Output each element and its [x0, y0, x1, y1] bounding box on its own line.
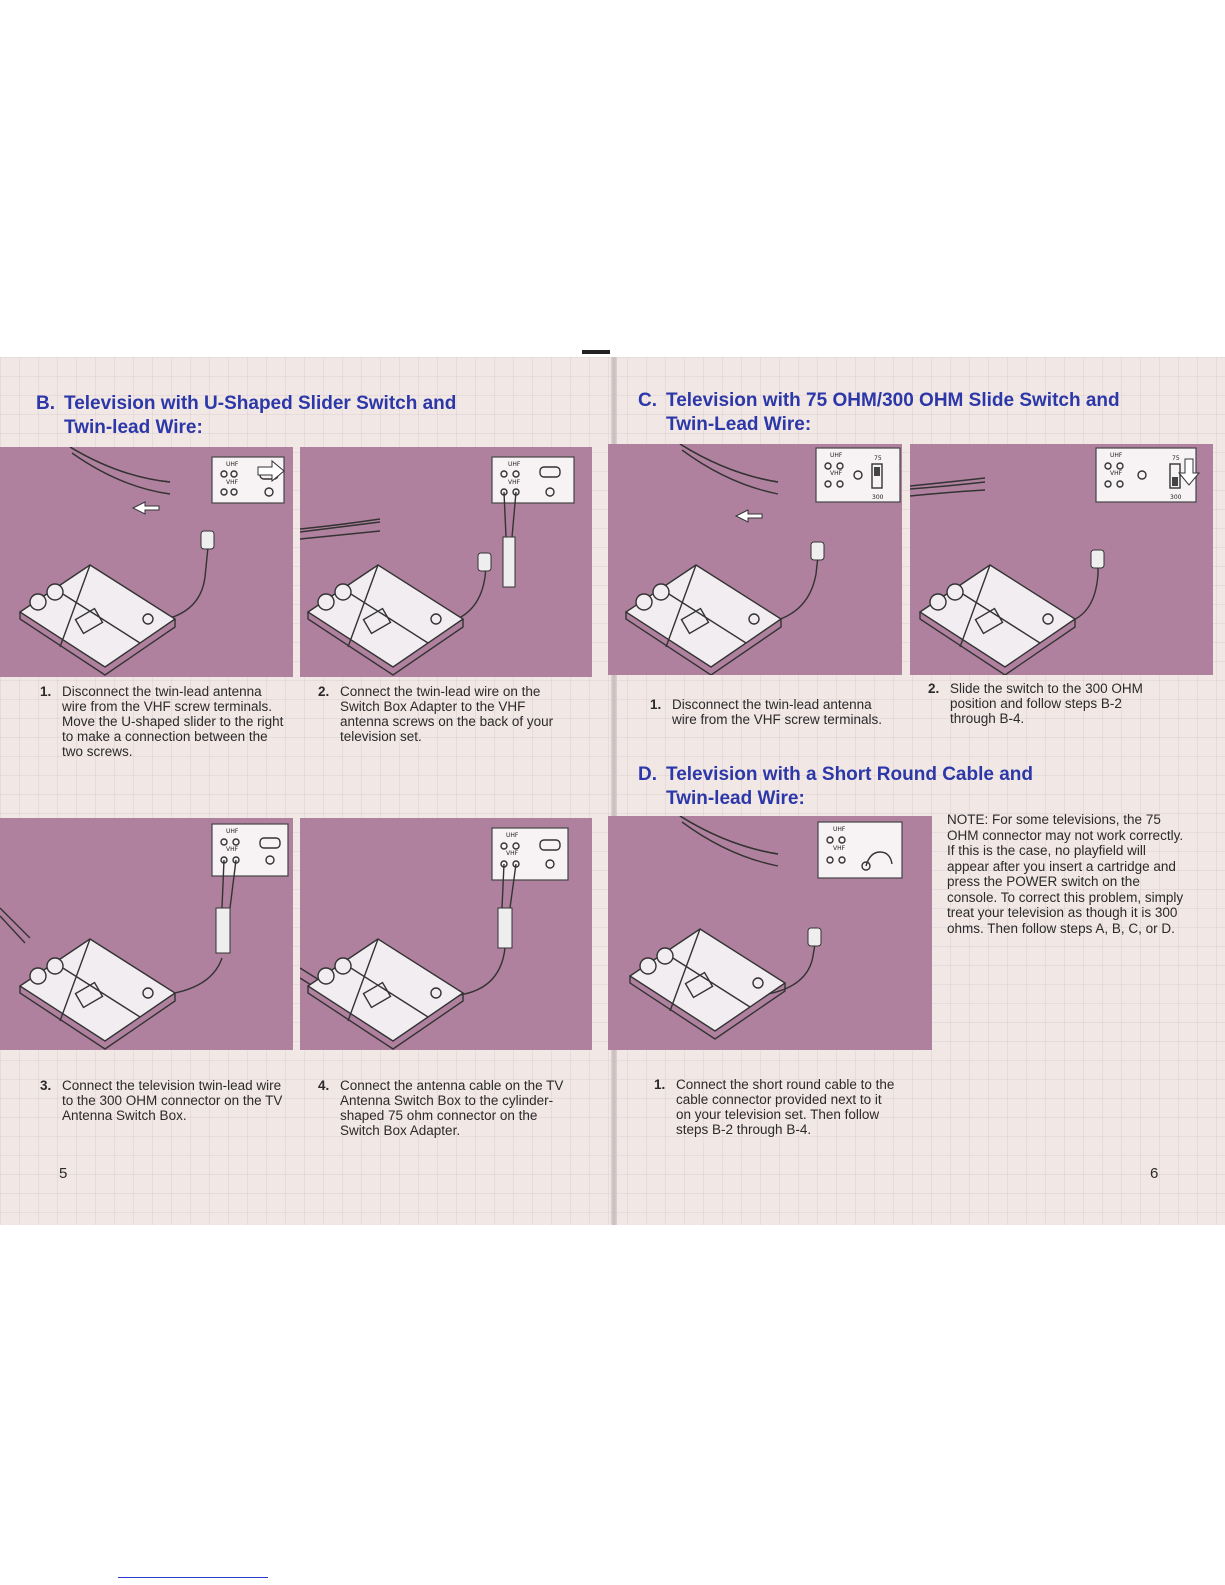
step-b2: 2. Connect the twin-lead wire on the Swi…	[318, 684, 568, 744]
svg-text:VHF: VHF	[506, 850, 519, 857]
illustration-c1: UHF VHF 75 300	[608, 444, 902, 675]
step-b3: 3. Connect the television twin-lead wire…	[40, 1078, 285, 1123]
svg-text:UHF: UHF	[506, 832, 519, 839]
svg-text:UHF: UHF	[833, 826, 846, 833]
svg-text:UHF: UHF	[226, 461, 239, 468]
svg-text:UHF: UHF	[508, 461, 521, 468]
svg-text:VHF: VHF	[830, 470, 843, 477]
svg-text:VHF: VHF	[226, 479, 239, 486]
scan-mark	[582, 350, 610, 354]
section-d-heading: D. Television with a Short Round Cable a…	[638, 763, 1058, 811]
illustration-b3: UHF VHF	[0, 818, 293, 1050]
svg-text:VHF: VHF	[226, 846, 239, 853]
svg-text:75: 75	[874, 455, 882, 462]
illustration-d1: UHF VHF	[608, 816, 932, 1050]
svg-text:VHF: VHF	[833, 845, 846, 852]
svg-text:UHF: UHF	[830, 452, 843, 459]
step-d1: 1. Connect the short round cable to the …	[654, 1077, 899, 1137]
illustration-b1: UHF VHF	[0, 447, 293, 677]
section-c-heading: C. Television with 75 OHM/300 OHM Slide …	[638, 389, 1213, 437]
svg-text:300: 300	[872, 494, 884, 501]
section-b-heading: B. Television with U-Shaped Slider Switc…	[36, 392, 596, 440]
step-b4: 4. Connect the antenna cable on the TV A…	[318, 1078, 568, 1138]
svg-text:UHF: UHF	[1110, 452, 1123, 459]
svg-text:VHF: VHF	[508, 479, 521, 486]
svg-text:UHF: UHF	[226, 828, 239, 835]
illustration-b4: UHF VHF	[300, 818, 592, 1050]
step-b1: 1. Disconnect the twin-lead antenna wire…	[40, 684, 285, 759]
svg-text:75: 75	[1172, 455, 1180, 462]
svg-text:VHF: VHF	[1110, 470, 1123, 477]
page-number-left: 5	[59, 1165, 67, 1182]
svg-text:300: 300	[1170, 494, 1182, 501]
step-c2: 2. Slide the switch to the 300 OHM posit…	[928, 681, 1168, 726]
scan-underline	[118, 1577, 268, 1578]
page-number-right: 6	[1150, 1165, 1158, 1182]
step-c1: 1. Disconnect the twin-lead antenna wire…	[650, 697, 890, 727]
illustration-b2: UHF VHF	[300, 447, 592, 677]
note-text: NOTE: For some televisions, the 75 OHM c…	[947, 812, 1187, 936]
illustration-c2: UHF VHF 75 300	[910, 444, 1213, 675]
